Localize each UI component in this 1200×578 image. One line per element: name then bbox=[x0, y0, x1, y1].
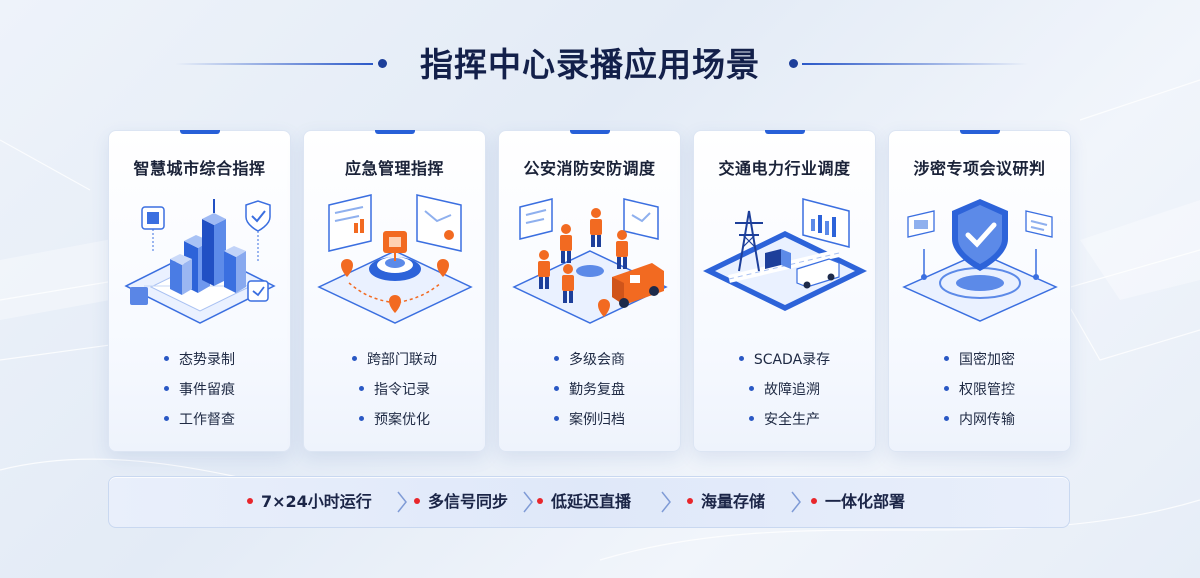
list-item: 权限管控 bbox=[889, 375, 1070, 405]
card-title: 应急管理指挥 bbox=[344, 159, 444, 178]
list-item-label: SCADA录存 bbox=[753, 352, 831, 368]
card-accent bbox=[960, 130, 1000, 134]
red-dot-icon bbox=[537, 497, 543, 504]
feature-label: 一体化部署 bbox=[825, 492, 906, 511]
chevron-right-icon bbox=[397, 491, 407, 513]
feature-item: 一体化部署 bbox=[811, 477, 905, 527]
red-dot-icon bbox=[414, 497, 420, 504]
list-item: 态势录制 bbox=[109, 345, 290, 375]
list-item: 安全生产 bbox=[694, 405, 875, 435]
card-feature-list: 跨部门联动 指令记录 预案优化 bbox=[304, 345, 485, 435]
chevron-right-icon bbox=[523, 491, 533, 513]
feature-label: 低延迟直播 bbox=[551, 492, 632, 511]
list-item: 案例归档 bbox=[499, 405, 680, 435]
list-item-label: 工作督查 bbox=[179, 412, 235, 428]
card-accent bbox=[765, 130, 805, 134]
list-item: 工作督查 bbox=[109, 405, 290, 435]
bullet-icon bbox=[738, 355, 744, 361]
list-item: 故障追溯 bbox=[694, 375, 875, 405]
list-item: 内网传输 bbox=[889, 405, 1070, 435]
list-item-label: 权限管控 bbox=[959, 382, 1015, 398]
feature-label: 海量存储 bbox=[701, 492, 766, 511]
feature-label: 7×24小时运行 bbox=[261, 492, 372, 511]
card-accent bbox=[180, 130, 220, 134]
list-item-label: 跨部门联动 bbox=[367, 352, 437, 368]
red-dot-icon bbox=[247, 497, 253, 504]
card-title: 公安消防安防调度 bbox=[523, 159, 656, 178]
list-item: 勤务复盘 bbox=[499, 375, 680, 405]
feature-label: 多信号同步 bbox=[428, 492, 509, 511]
card-title: 涉密专项会议研判 bbox=[913, 159, 1046, 178]
list-item: 预案优化 bbox=[304, 405, 485, 435]
list-item-label: 预案优化 bbox=[374, 412, 430, 428]
bullet-icon bbox=[749, 415, 754, 421]
bullet-icon bbox=[359, 385, 364, 391]
header: 指挥中心录播应用场景 bbox=[0, 38, 1200, 92]
bullet-icon bbox=[359, 415, 364, 421]
list-item-label: 态势录制 bbox=[179, 352, 235, 368]
card-feature-list: 多级会商 勤务复盘 案例归档 bbox=[499, 345, 680, 435]
feature-item: 多信号同步 bbox=[414, 477, 508, 527]
title-right-line bbox=[802, 63, 1028, 65]
list-item-label: 案例归档 bbox=[569, 412, 625, 428]
chevron-right-icon bbox=[661, 491, 671, 513]
bullet-icon bbox=[944, 385, 949, 391]
card-accent bbox=[570, 130, 610, 134]
list-item-label: 安全生产 bbox=[764, 412, 820, 428]
police-fire-dispatch-icon bbox=[512, 198, 668, 324]
list-item-label: 多级会商 bbox=[569, 352, 625, 368]
secure-shield-icon bbox=[902, 199, 1058, 322]
bullet-icon bbox=[944, 415, 949, 421]
page-title: 指挥中心录播应用场景 bbox=[420, 45, 760, 84]
bullet-icon bbox=[352, 355, 357, 361]
bullet-icon bbox=[164, 415, 169, 421]
card-feature-list: 态势录制 事件留痕 工作督查 bbox=[109, 345, 290, 435]
title-right-dot bbox=[789, 59, 798, 68]
card-feature-list: SCADA录存 故障追溯 安全生产 bbox=[694, 345, 875, 435]
card-secure-meeting: 涉密专项会议研判 国密加密 权限管控 内网传输 bbox=[888, 130, 1071, 452]
emergency-command-icon bbox=[317, 194, 473, 324]
bullet-icon bbox=[944, 355, 949, 361]
card-accent bbox=[375, 130, 415, 134]
card-feature-list: 国密加密 权限管控 内网传输 bbox=[889, 345, 1070, 435]
list-item: 指令记录 bbox=[304, 375, 485, 405]
smart-city-icon bbox=[124, 199, 276, 324]
card-emergency: 应急管理指挥 跨部门联动 指令记录 预案优化 bbox=[303, 130, 486, 452]
card-traffic-power: 交通电力行业调度 SCADA录存 故障追溯 安全生产 bbox=[693, 130, 876, 452]
title-left-dot bbox=[378, 59, 387, 68]
list-item-label: 事件留痕 bbox=[179, 382, 235, 398]
bullet-icon bbox=[554, 355, 559, 361]
list-item-label: 指令记录 bbox=[374, 382, 430, 398]
list-item: 国密加密 bbox=[889, 345, 1070, 375]
list-item-label: 勤务复盘 bbox=[569, 382, 625, 398]
bullet-icon bbox=[749, 385, 754, 391]
card-smart-city: 智慧城市综合指挥 态势录制 事件留痕 工作督查 bbox=[108, 130, 291, 452]
title-left-line bbox=[175, 63, 373, 65]
red-dot-icon bbox=[687, 497, 693, 504]
card-police-fire: 公安消防安防调度 bbox=[498, 130, 681, 452]
list-item-label: 内网传输 bbox=[959, 412, 1015, 428]
list-item: SCADA录存 bbox=[694, 345, 875, 375]
feature-item: 低延迟直播 bbox=[537, 477, 631, 527]
feature-bar: 7×24小时运行 多信号同步 低延迟直播 海量存储 一体化部署 bbox=[108, 476, 1070, 528]
list-item-label: 故障追溯 bbox=[764, 382, 820, 398]
bullet-icon bbox=[554, 385, 559, 391]
chevron-right-icon bbox=[791, 491, 801, 513]
feature-item: 海量存储 bbox=[687, 477, 765, 527]
bullet-icon bbox=[554, 415, 559, 421]
red-dot-icon bbox=[811, 497, 817, 504]
list-item: 跨部门联动 bbox=[304, 345, 485, 375]
card-title: 智慧城市综合指挥 bbox=[133, 159, 266, 178]
traffic-power-icon bbox=[703, 198, 867, 311]
card-title: 交通电力行业调度 bbox=[718, 159, 851, 178]
bullet-icon bbox=[164, 355, 169, 361]
list-item-label: 国密加密 bbox=[959, 352, 1015, 368]
feature-item: 7×24小时运行 bbox=[247, 477, 372, 527]
list-item: 多级会商 bbox=[499, 345, 680, 375]
list-item: 事件留痕 bbox=[109, 375, 290, 405]
bullet-icon bbox=[164, 385, 169, 391]
